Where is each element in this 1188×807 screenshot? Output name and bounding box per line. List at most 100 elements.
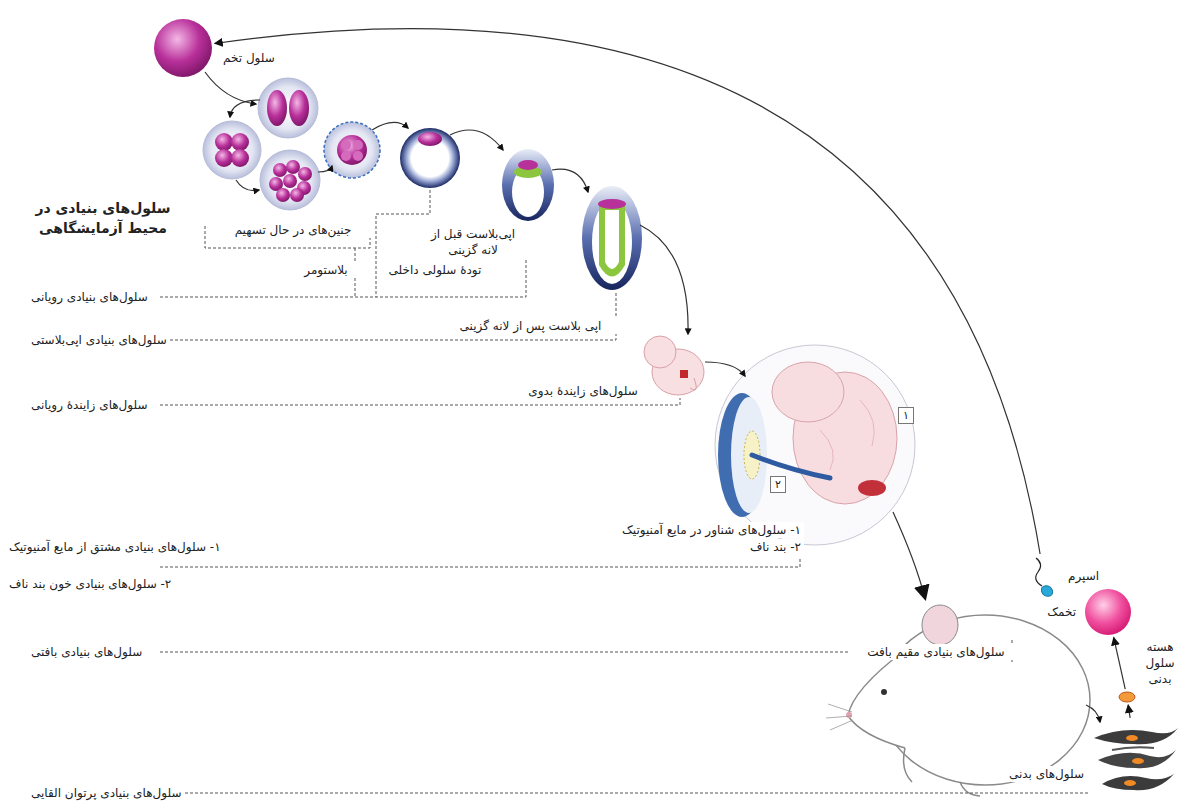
somatic-cells xyxy=(1112,747,1154,750)
cleavage-embryos xyxy=(283,174,297,188)
stage-arrows xyxy=(450,130,503,150)
stage-label: اپی بلاست پس از لانه گزینی xyxy=(440,318,621,334)
cleavage-embryos xyxy=(298,167,312,181)
somatic-cells: سلول‌های بدنی xyxy=(1092,720,1180,795)
stage-label: ۲- بند ناف xyxy=(612,539,804,555)
stage-label: سلول‌های بنیادی مقیم بافت xyxy=(858,644,1014,660)
mouse xyxy=(846,712,852,718)
cleavage-embryos xyxy=(341,151,351,161)
epiblast-post-implantation xyxy=(599,205,625,277)
mouse xyxy=(826,704,853,730)
somatic-cells xyxy=(1092,720,1180,795)
node-label: سلول تخم xyxy=(221,50,277,66)
stage-arrows xyxy=(205,72,256,104)
early-fetus xyxy=(644,336,676,368)
fetus-in-amnion xyxy=(858,480,886,496)
stage-arrows xyxy=(230,100,260,117)
cleavage-embryos xyxy=(290,188,304,202)
dashed-brackets xyxy=(160,652,850,653)
sperm-cell xyxy=(1039,583,1055,598)
cleavage-embryos xyxy=(260,150,320,210)
zygote-cell xyxy=(153,18,213,78)
flow-arrow xyxy=(215,29,1040,554)
stage-label: جنین‌های در حال تسهیم xyxy=(212,222,374,238)
node-label: هسته سلول بدنی xyxy=(1140,639,1180,687)
stage-label: سلول‌های زایندهٔ بدوی xyxy=(520,383,646,399)
zygote-cell: سلول تخم xyxy=(153,18,213,78)
epiblast-post-implantation xyxy=(582,186,642,290)
somatic-cells xyxy=(1098,750,1176,768)
stem-cell-type: ۱- سلول‌های بنیادی مشتق از مایع آمنیوتیک xyxy=(6,539,252,555)
epiblast-post-implantation xyxy=(605,210,619,269)
somatic-cells xyxy=(1102,774,1174,790)
stage-label: ۱- سلول‌های شناور در مایع آمنیوتیک xyxy=(612,522,804,538)
callout-number: ۲ xyxy=(770,476,786,493)
epiblast-post-implantation xyxy=(582,186,642,290)
epiblast-pre-implantation xyxy=(518,160,538,170)
somatic-cells xyxy=(1126,735,1138,741)
somatic-cells xyxy=(1094,728,1178,744)
early-fetus xyxy=(680,370,688,378)
stage-label: بلاستومر xyxy=(296,262,356,278)
cleavage-embryos xyxy=(258,78,318,138)
sperm-cell xyxy=(1036,558,1042,586)
stage-label: اپی‌بلاست قبل از لانه گزینی xyxy=(420,226,526,258)
mouse xyxy=(848,650,905,748)
stem-cell-type: سلول‌های بنیادی اپی‌بلاستی xyxy=(28,332,170,348)
dashed-brackets xyxy=(160,793,1090,794)
fetus-in-amnion xyxy=(772,362,844,422)
fetus-in-amnion xyxy=(731,397,767,513)
section-heading: سلول‌های بنیادی در محیط آزمایشگاهی xyxy=(30,198,176,238)
zygote-cell xyxy=(154,19,212,77)
epiblast-post-implantation xyxy=(598,199,626,209)
cleavage-embryos xyxy=(353,140,363,150)
cleavage-embryos xyxy=(215,149,233,167)
sperm-cell xyxy=(1030,556,1058,600)
somatic-nucleus: هسته سلول بدنی xyxy=(1118,691,1136,703)
cleavage-embryos xyxy=(353,151,363,161)
somatic-cells xyxy=(1132,758,1144,764)
cleavage-embryos xyxy=(286,160,300,174)
mouse xyxy=(904,748,980,796)
cleavage-embryos xyxy=(273,163,287,177)
cleavage-embryos xyxy=(324,122,380,178)
blastocyst xyxy=(400,128,460,188)
egg-cell: تخمک xyxy=(1084,588,1132,636)
mouse xyxy=(826,605,1090,796)
stage-arrows xyxy=(205,72,1100,722)
stage-arrows xyxy=(236,180,259,191)
cleavage-embryos xyxy=(203,78,380,210)
fetus-in-amnion xyxy=(860,400,874,446)
node-label: اسپرم xyxy=(1066,568,1101,584)
somatic-cells xyxy=(1124,780,1136,786)
somatic-nucleus xyxy=(1119,692,1135,702)
stage-arrows xyxy=(318,166,332,172)
stage-arrows xyxy=(552,169,588,192)
cleavage-embryos xyxy=(203,121,261,179)
stem-cell-type: ۲- سلول‌های بنیادی خون بند ناف xyxy=(6,576,252,592)
stem-cell-type: سلول‌های بنیادی پرتوان القایی xyxy=(28,785,184,801)
stage-arrows xyxy=(1086,705,1100,722)
cleavage-embryos xyxy=(337,135,367,165)
cleavage-embryos xyxy=(231,133,249,151)
egg-cell xyxy=(1085,589,1131,635)
dashed-brackets xyxy=(160,190,1090,793)
dashed-brackets xyxy=(160,398,680,405)
sperm-cell: اسپرم xyxy=(1030,556,1058,600)
node-label: سلول‌های بدنی xyxy=(1007,766,1086,782)
cleavage-embryos xyxy=(267,90,287,126)
fetus-in-amnion xyxy=(752,455,830,478)
stage-arrows xyxy=(640,225,688,334)
early-fetus xyxy=(644,336,704,395)
mouse xyxy=(880,615,1090,785)
stem-cell-type: سلول‌های زایندهٔ رویانی xyxy=(28,397,151,413)
somatic-nucleus xyxy=(1118,691,1136,703)
epiblast-pre-implantation xyxy=(512,167,544,217)
stage-label: تودهٔ سلولی داخلی xyxy=(382,262,488,278)
blastocyst xyxy=(400,128,460,188)
mouse xyxy=(922,605,958,645)
